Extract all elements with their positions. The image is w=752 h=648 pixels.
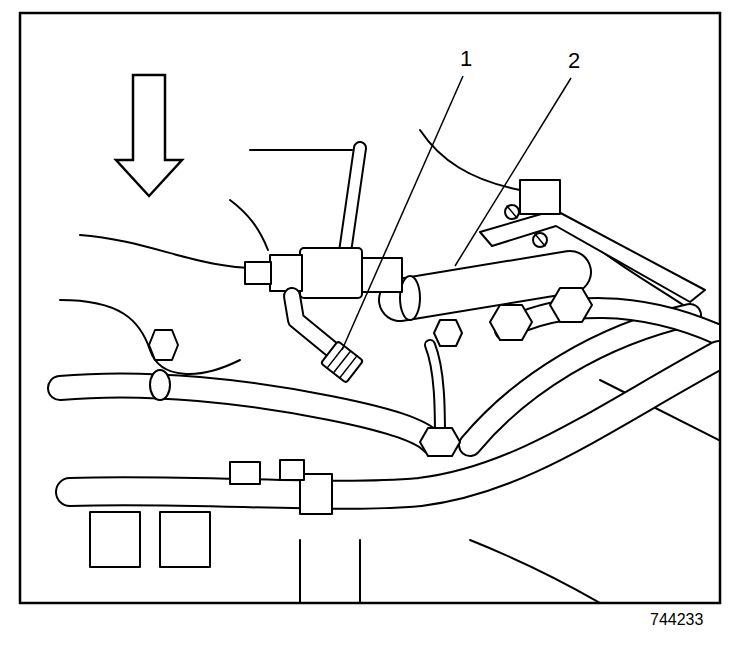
direction-arrow (116, 75, 182, 196)
leader-line (455, 78, 571, 266)
leader-line (342, 76, 463, 350)
figure-frame (20, 13, 720, 603)
callout-number: 2 (566, 50, 582, 72)
engine-parts (60, 130, 719, 602)
figure-number: 744233 (648, 612, 705, 628)
callout-number: 1 (458, 48, 474, 70)
